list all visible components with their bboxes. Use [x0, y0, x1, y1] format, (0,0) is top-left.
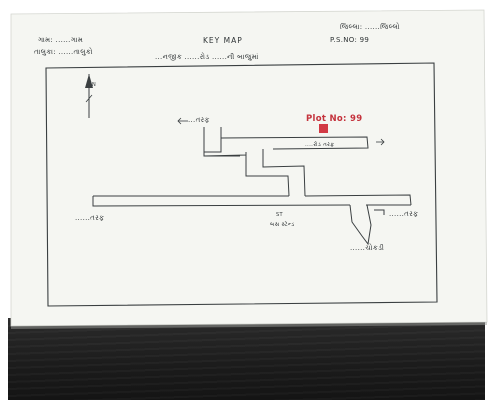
plot-label: Plot No: 99: [306, 114, 362, 124]
label-junction-sub: બસ સ્ટેન્ડ: [270, 221, 294, 228]
road-main-top-right: [304, 194, 412, 206]
road-network: [92, 127, 412, 246]
label-junction: ST: [276, 212, 283, 218]
paper-shadow: [11, 322, 487, 329]
desk-grain: [8, 318, 485, 400]
road-mid-connector-right: [262, 149, 306, 197]
north-arrow-icon: [85, 74, 93, 118]
header-address-line: ...નજીક ......રોડ ......ની બાજુમાં: [155, 52, 259, 61]
map-title: KEY MAP: [203, 36, 243, 45]
label-main-road-left: ......તરફ: [75, 214, 104, 222]
label-main-road-right: ......તરફ: [389, 210, 418, 218]
road-lower-branch: [349, 204, 372, 246]
road-main-bottom-left: [92, 196, 351, 207]
header-top-right-line2: P.S.NO: 99: [330, 36, 369, 44]
header-top-left-line2: તાલુકા: ......તાલુકો: [34, 47, 93, 56]
direction-arrow-icon: [177, 117, 188, 125]
label-branch-road: ....રોડ તરફ: [305, 141, 334, 148]
direction-arrow-icon: [376, 138, 385, 146]
road-top-vertical: [203, 127, 222, 153]
north-label: N: [92, 82, 96, 88]
road-right-stub: [374, 209, 385, 215]
desk-surface: [8, 318, 485, 400]
header-top-right-line1: જિલ્લા: ......જિલ્લો: [340, 22, 400, 31]
map-frame: [45, 62, 438, 307]
label-bottom-landmark: ......ચોકડી: [350, 243, 384, 252]
road-mid-connector-left: [245, 155, 290, 197]
plot-marker: [319, 124, 328, 133]
road-upper-horizontal-outer: [220, 136, 369, 150]
label-top-road: ...તરફ: [188, 116, 210, 124]
header-top-left-line1: ગામ: ......ગામ: [38, 36, 83, 44]
